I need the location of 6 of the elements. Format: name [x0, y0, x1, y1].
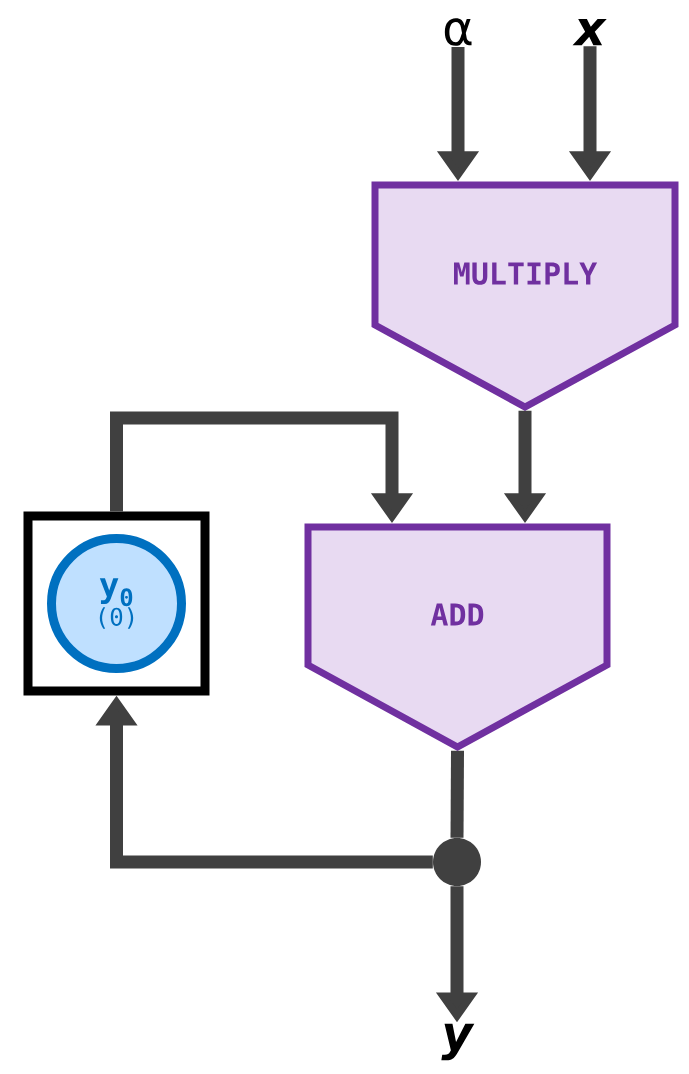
operation-block: MULTIPLY — [371, 181, 679, 411]
operation-block: ADD — [304, 523, 611, 751]
junction-dot — [433, 838, 481, 886]
variable-label: α — [444, 18, 472, 46]
variable-label: x — [572, 18, 607, 46]
variable-label: y — [441, 1023, 475, 1061]
